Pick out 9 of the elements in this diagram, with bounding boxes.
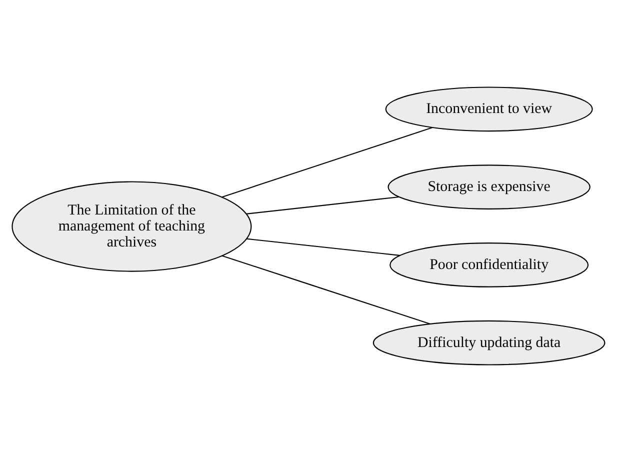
connector <box>246 196 399 214</box>
node-ellipse: Difficulty updating data <box>372 320 606 365</box>
node-ellipse: The Limitation of the management of teaching archives <box>12 180 252 272</box>
node-ellipse: Inconvenient to view <box>385 86 593 132</box>
connector <box>222 254 430 324</box>
node-ellipse: Storage is expensive <box>388 164 590 209</box>
connector <box>221 126 433 198</box>
connector <box>246 238 400 256</box>
node-ellipse: Poor confidentiality <box>390 242 589 287</box>
